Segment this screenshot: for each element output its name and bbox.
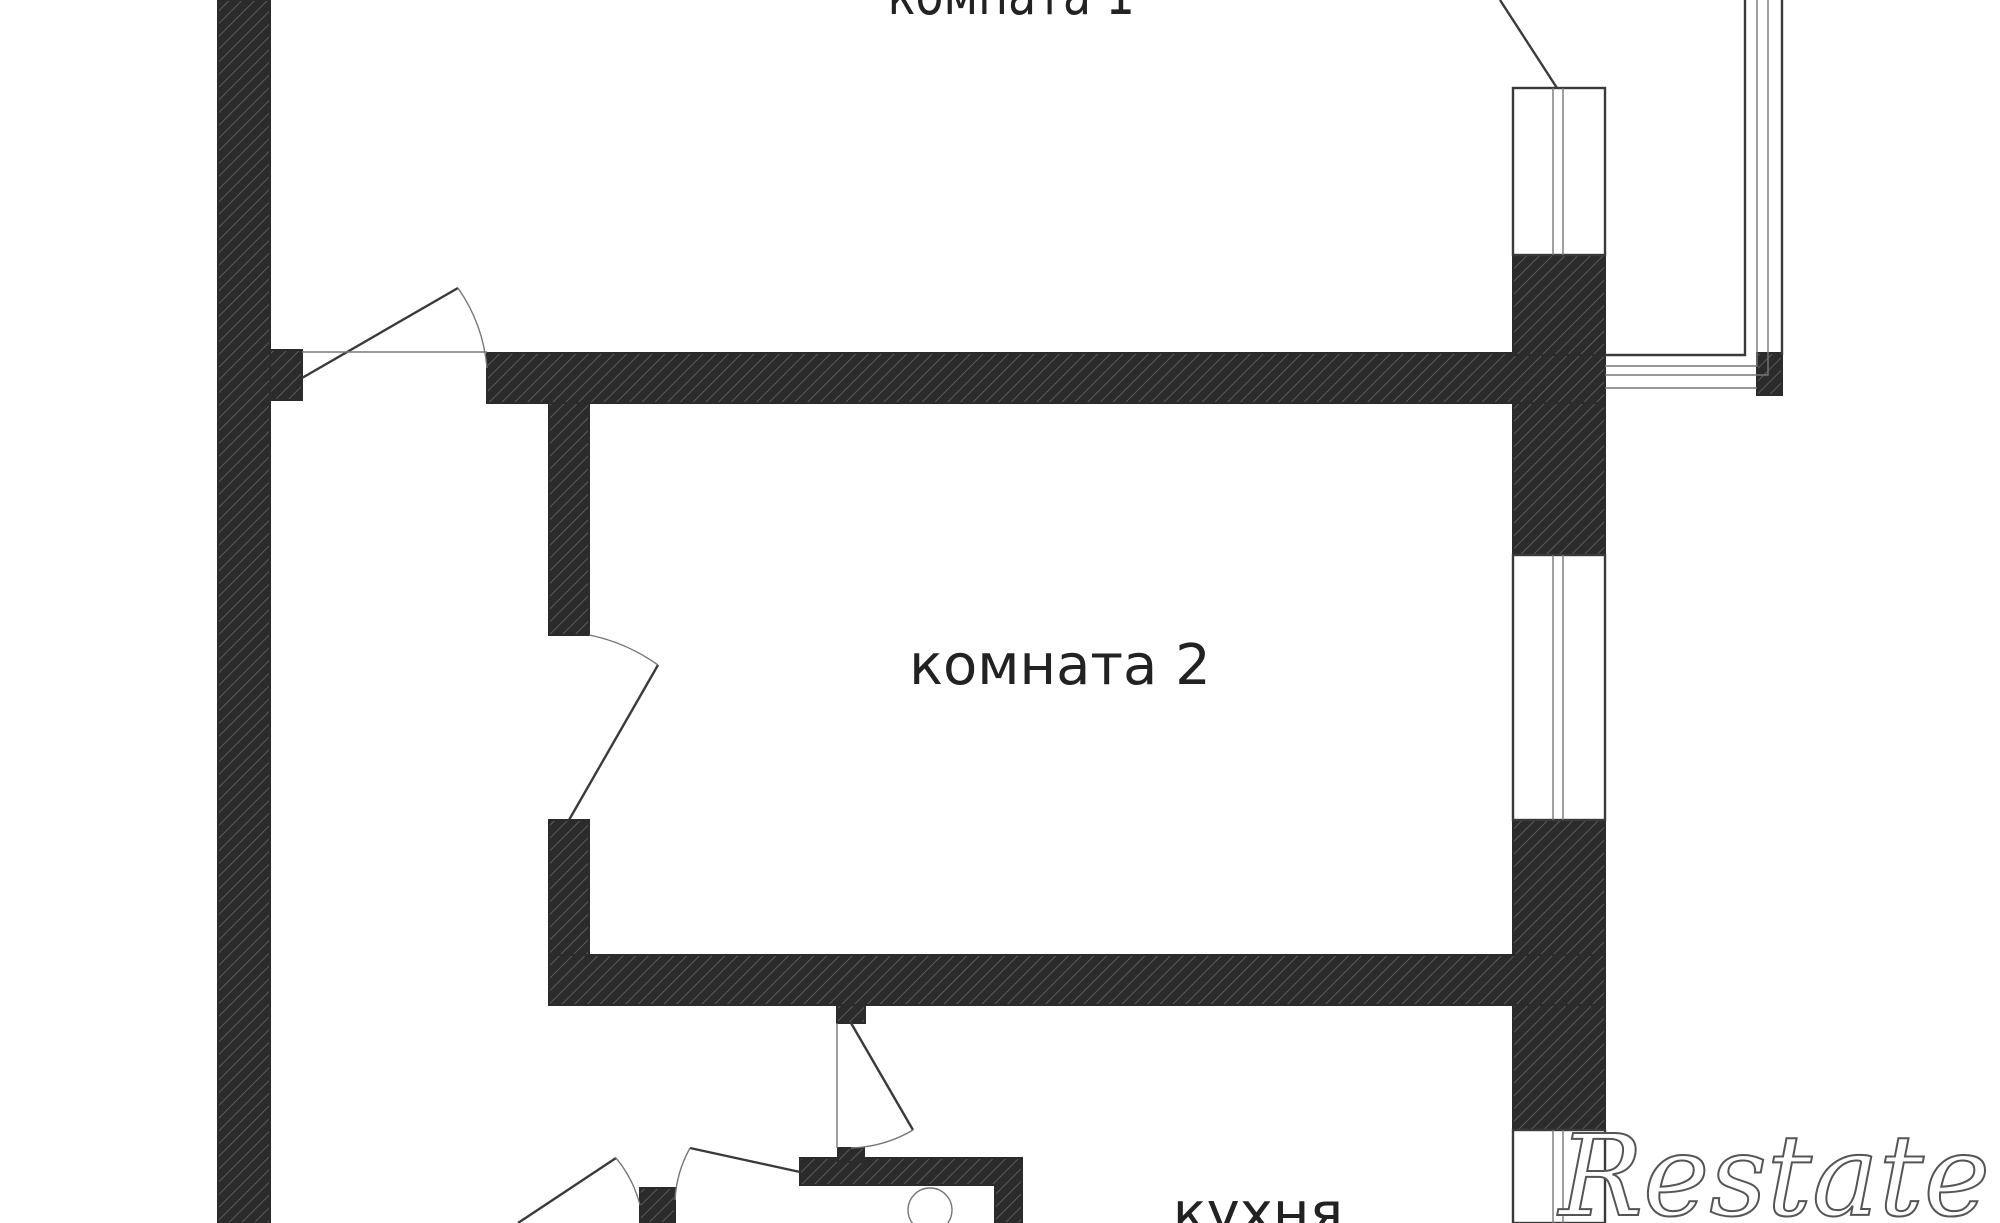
wall-bath-stub — [836, 1004, 866, 1024]
room-1-label: комната 1 — [888, 0, 1135, 28]
watermark: Restate — [1557, 1112, 1990, 1223]
door-bathroom — [836, 1022, 915, 1149]
wall-right-pier-2 — [1512, 402, 1606, 556]
wall-right-pier-4 — [1512, 1004, 1606, 1131]
door-hall-lower — [517, 1156, 641, 1223]
kitchen-label: кухня — [1173, 1181, 1343, 1223]
wall-bath-stub-2 — [837, 1147, 865, 1163]
wall-left-exterior — [217, 0, 271, 1223]
door-room2 — [567, 634, 660, 821]
wall-right-pier-1 — [1512, 254, 1606, 356]
balcony-door — [1498, 0, 1559, 89]
window-kitchen — [1511, 1128, 1607, 1223]
window-room1 — [1511, 86, 1607, 257]
window-room2 — [1511, 553, 1607, 822]
door-room1 — [301, 286, 488, 380]
bath-fixture — [907, 1187, 953, 1223]
wall-bathroom — [799, 1157, 1023, 1223]
wall-room2-kitchen — [548, 954, 1606, 1006]
balcony-corner-post — [1756, 352, 1783, 396]
wall-right-pier-3 — [1512, 819, 1606, 956]
wall-door-stub-left — [269, 349, 303, 401]
wall-room1-room2 — [486, 352, 1606, 404]
wall-wc-stub — [639, 1187, 676, 1223]
room-2-label: комната 2 — [909, 633, 1211, 698]
wall-room2-left-upper — [548, 402, 590, 636]
balcony — [1605, 0, 1784, 389]
door-toilet — [674, 1146, 801, 1201]
